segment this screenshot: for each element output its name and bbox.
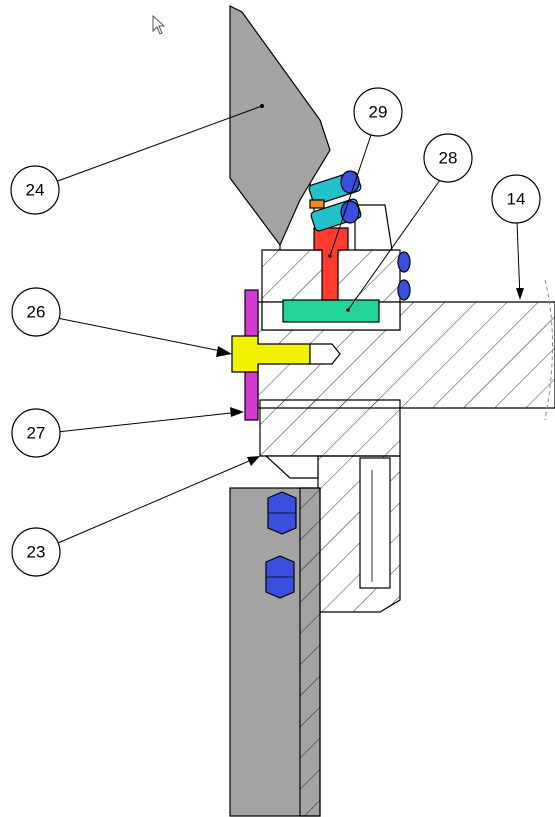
leader-27 [56, 411, 241, 433]
lower-plate [229, 487, 321, 817]
arrowhead-27 [230, 407, 244, 417]
top-blade [229, 5, 331, 247]
callout-26: 26 [11, 287, 61, 337]
leader-23 [57, 457, 257, 544]
arrowhead-26 [216, 346, 232, 357]
callout-24-label: 24 [26, 181, 45, 200]
hex-bolt-lower [265, 555, 295, 599]
callout-28: 28 [423, 133, 473, 183]
callout-26-label: 26 [27, 303, 46, 322]
callout-27: 27 [11, 408, 61, 458]
holder-block [259, 399, 401, 613]
arrowhead-23 [247, 456, 260, 466]
callout-23-label: 23 [27, 543, 46, 562]
leader-29 [329, 131, 373, 257]
callout-24: 24 [10, 165, 60, 215]
callout-23: 23 [11, 527, 61, 577]
arrow-cursor-icon [152, 14, 166, 35]
yellow-pin [231, 335, 341, 373]
green-key [282, 299, 380, 323]
leader-24 [54, 105, 263, 183]
callout-14: 14 [491, 174, 541, 224]
leader-14 [516, 221, 521, 299]
callout-27-label: 27 [27, 424, 46, 443]
callout-14-label: 14 [507, 190, 526, 209]
callout-28-label: 28 [439, 149, 458, 168]
leader-26 [56, 317, 227, 353]
hex-bolt-upper [267, 491, 297, 535]
red-pin [313, 227, 349, 301]
leader-28 [347, 179, 441, 311]
callout-29: 29 [353, 87, 403, 137]
cap-screw-set [308, 170, 411, 301]
callout-29-label: 29 [369, 103, 388, 122]
arrowhead-14 [516, 288, 524, 300]
